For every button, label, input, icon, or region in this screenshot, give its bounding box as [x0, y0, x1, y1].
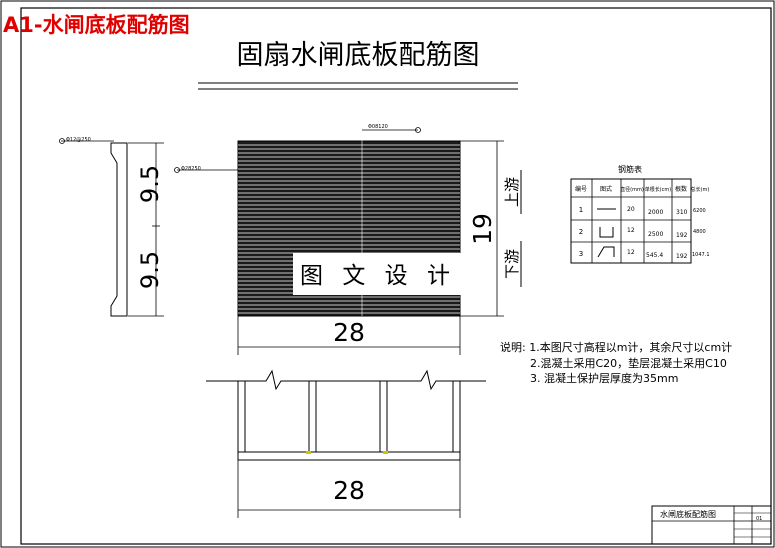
table-row3-count: 192 — [676, 253, 688, 260]
downstream-label: 下游 — [503, 249, 521, 279]
section-dim-lower: 9.5 — [136, 251, 164, 289]
table-row1-no: 1 — [579, 206, 583, 214]
table-row2-len: 2500 — [648, 231, 663, 238]
rebar-table-title: 钢筋表 — [618, 164, 642, 174]
title-block: 水闸底板配筋图 01 — [651, 505, 772, 545]
plan-rebar-top-label: Φ08120 — [368, 124, 388, 130]
upstream-label: 上游 — [503, 177, 521, 207]
table-row1-dia: 20 — [627, 206, 635, 213]
title-block-name: 水闸底板配筋图 — [660, 509, 716, 519]
table-row1-total: 6200 — [693, 208, 706, 214]
table-row2-count: 192 — [676, 232, 688, 239]
table-row2-total: 4800 — [693, 229, 706, 235]
note-line-3: 3. 混凝土保护层厚度为35mm — [530, 371, 678, 385]
table-row1-len: 2000 — [648, 209, 663, 216]
rebar-table: 钢筋表 编号 图式 直径(mm) 单根长(cm) 根数 总长(m) 1 20 2… — [570, 164, 710, 264]
table-header-no: 编号 — [575, 185, 587, 193]
note-line-2: 2.混凝土采用C20，垫层混凝土采用C10 — [530, 356, 727, 370]
elevation-view: 28 — [206, 369, 486, 518]
table-row3-no: 3 — [579, 250, 583, 258]
table-row3-dia: 12 — [627, 249, 635, 256]
section-dim-upper: 9.5 — [136, 165, 164, 203]
drawing-title: 固扇水闸底板配筋图 — [237, 40, 480, 71]
inner-frame — [20, 7, 772, 545]
notes: 说明: 1.本图尺寸高程以m计，其余尺寸以cm计 2.混凝土采用C20，垫层混凝… — [500, 340, 732, 385]
table-row3-total: 1047.1 — [692, 252, 710, 258]
watermark-text: 图 文 设 计 — [300, 263, 456, 289]
rebar-shape-bent-icon — [597, 246, 615, 258]
table-header-dia: 直径(mm) — [620, 186, 644, 193]
table-header-shape: 图式 — [600, 185, 612, 193]
note-line-1: 说明: 1.本图尺寸高程以m计，其余尺寸以cm计 — [500, 340, 732, 354]
table-row1-count: 310 — [676, 209, 688, 216]
left-section-view: Φ12@250 9.5 9.5 Φ28250 — [59, 137, 238, 317]
table-row2-dia: 12 — [627, 227, 635, 234]
title-block-sheet: 01 — [756, 516, 762, 522]
plan-view: Φ08120 图 文 设 计 19 上游 下游 28 — [237, 124, 522, 355]
plan-width-dim: 28 — [333, 318, 365, 347]
table-header-len: 单根长(cm) — [645, 186, 672, 193]
plan-rebar-left-label: Φ28250 — [181, 166, 201, 172]
table-row3-len: 545.4 — [646, 252, 663, 259]
rebar-shape-u-icon — [599, 227, 614, 238]
table-row2-no: 2 — [579, 228, 583, 236]
plan-height-dim: 19 — [468, 213, 497, 245]
table-header-total: 总长(m) — [691, 186, 710, 193]
section-rebar-label: Φ12@250 — [66, 137, 91, 143]
table-header-count: 根数 — [675, 185, 687, 193]
sheet-corner-label: A1-水闸底板配筋图 — [3, 13, 190, 37]
elevation-width-dim: 28 — [333, 476, 365, 505]
